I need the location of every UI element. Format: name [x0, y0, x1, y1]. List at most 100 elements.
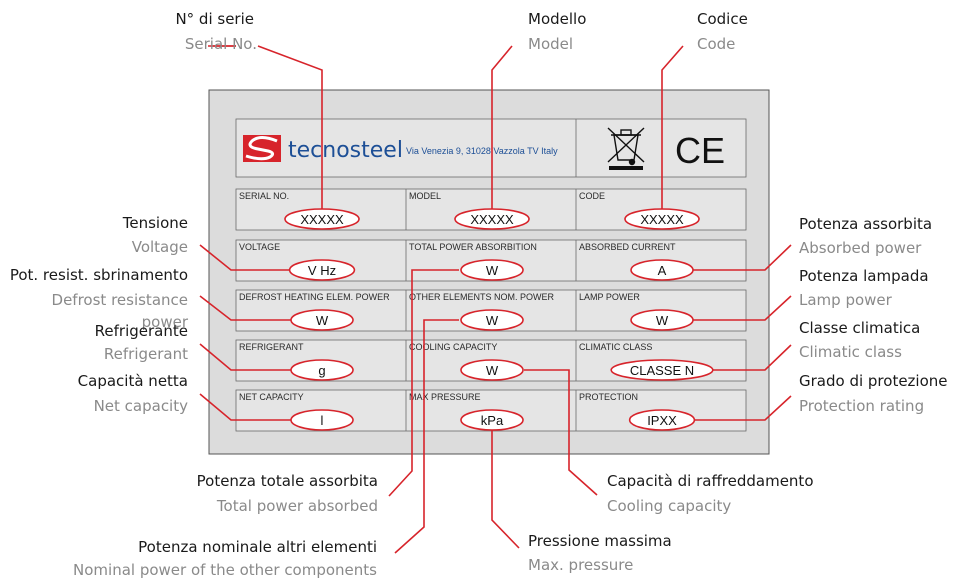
callout-model-it: Modello: [528, 10, 586, 28]
cell-header-protection: PROTECTION: [579, 392, 638, 402]
callout-net-capacity-it: Capacità netta: [78, 372, 188, 390]
cell-value-protection: IPXX: [647, 413, 677, 428]
cell-value-model: XXXXX: [470, 212, 514, 227]
value-oval-absorbed-current: [630, 259, 694, 281]
callout-max-pressure-en: Max. pressure: [528, 556, 633, 574]
callout-defrost-it: Pot. resist. sbrinamento: [10, 266, 188, 284]
value-oval-net-capacity: [290, 409, 354, 431]
tecnosteel-logo-icon: [243, 135, 281, 162]
callout-max-pressure-it: Pressione massima: [528, 532, 672, 550]
value-oval-cooling-capacity: [460, 359, 524, 381]
cell-header-absorbed-current: ABSORBED CURRENT: [579, 242, 676, 252]
callout-lamp-power-en: Lamp power: [799, 291, 893, 309]
cell-value-serial: XXXXX: [300, 212, 344, 227]
leader-lines: [199, 45, 792, 554]
callout-cooling-capacity-en: Cooling capacity: [607, 497, 731, 515]
cell-header-model: MODEL: [409, 191, 441, 201]
cell-header-other-power: OTHER ELEMENTS NOM. POWER: [409, 292, 555, 302]
cell-value-refrigerant: g: [318, 363, 325, 378]
cell-header-climatic-class: CLIMATIC CLASS: [579, 342, 652, 352]
callout-model: Modello Model: [528, 10, 586, 53]
callout-max-pressure: Pressione massima Max. pressure: [528, 532, 672, 574]
value-oval-code: [624, 208, 700, 230]
cell-value-other-power: W: [486, 313, 499, 328]
callout-defrost-en2: power: [142, 313, 189, 331]
callout-climatic-class-en: Climatic class: [799, 343, 902, 361]
brand-address: Via Venezia 9, 31028 Vazzola TV Italy: [406, 146, 558, 156]
callout-code-en: Code: [697, 35, 735, 53]
cell-header-lamp-power: LAMP POWER: [579, 292, 640, 302]
value-oval-climatic-class: [610, 359, 714, 381]
callout-refrigerant-en: Refrigerant: [104, 345, 188, 363]
callout-protection-en: Protection rating: [799, 397, 924, 415]
value-oval-lamp-power: [630, 309, 694, 331]
cell-value-code: XXXXX: [640, 212, 684, 227]
callout-voltage: Tensione Voltage: [122, 214, 188, 256]
cell-header-refrigerant: REFRIGERANT: [239, 342, 304, 352]
callout-serial-en: Serial No.: [185, 35, 257, 53]
callout-climatic-class: Classe climatica Climatic class: [799, 319, 920, 361]
cell-value-absorbed-current: A: [658, 263, 667, 278]
brand-name: tecnosteel: [288, 138, 403, 163]
cell-value-defrost-power: W: [316, 313, 329, 328]
callout-code-it: Codice: [697, 10, 748, 28]
callout-total-power-it: Potenza totale assorbita: [197, 472, 378, 490]
cell-header-total-power: TOTAL POWER ABSORBITION: [409, 242, 537, 252]
ce-mark-icon: CE: [675, 130, 725, 171]
callout-code: Codice Code: [697, 10, 748, 53]
cell-header-max-pressure: MAX PRESSURE: [409, 392, 481, 402]
cell-value-total-power: W: [486, 263, 499, 278]
callout-voltage-en: Voltage: [132, 238, 188, 256]
callout-absorbed-power-it: Potenza assorbita: [799, 215, 932, 233]
value-oval-refrigerant: [290, 359, 354, 381]
cell-value-net-capacity: l: [321, 413, 324, 428]
callout-other-power-en: Nominal power of the other components: [73, 561, 377, 579]
value-oval-max-pressure: [460, 409, 524, 431]
callout-defrost: Pot. resist. sbrinamento Defrost resista…: [10, 266, 189, 331]
callout-serial: N° di serie Serial No.: [175, 10, 257, 53]
callout-net-capacity-en: Net capacity: [94, 397, 189, 415]
cell-value-climatic-class: CLASSE N: [630, 363, 694, 378]
callout-serial-it: N° di serie: [175, 10, 254, 28]
callout-total-power: Potenza totale assorbita Total power abs…: [197, 472, 378, 515]
callout-protection: Grado di protezione Protection rating: [799, 372, 948, 415]
cell-header-cooling-capacity: COOLING CAPACITY: [409, 342, 497, 352]
callout-refrigerant-it: Refrigerante: [95, 322, 188, 340]
value-ovals: XXXXX XXXXX XXXXX V Hz W A W W Wg W CLASSE N l kPa IP…: [284, 208, 714, 431]
callout-net-capacity: Capacità netta Net capacity: [78, 372, 188, 415]
value-oval-voltage: [288, 259, 356, 281]
callout-refrigerant: Refrigerante Refrigerant: [95, 322, 188, 363]
callout-model-en: Model: [528, 35, 573, 53]
callout-other-power: Potenza nominale altri elementi Nominal …: [73, 538, 377, 579]
cell-value-lamp-power: W: [656, 313, 669, 328]
cell-header-code: CODE: [579, 191, 605, 201]
cell-value-voltage: V Hz: [308, 263, 336, 278]
value-oval-other-power: [460, 309, 524, 331]
value-oval-serial: [284, 208, 360, 230]
cell-value-cooling-capacity: W: [486, 363, 499, 378]
value-oval-protection: [628, 409, 696, 431]
callout-absorbed-power: Potenza assorbita Absorbed power: [799, 215, 932, 257]
value-oval-model: [454, 208, 530, 230]
weee-bin-icon: [607, 127, 645, 170]
callout-protection-it: Grado di protezione: [799, 372, 948, 390]
callout-cooling-capacity-it: Capacità di raffreddamento: [607, 472, 814, 490]
callout-voltage-it: Tensione: [122, 214, 188, 232]
cell-header-serial: SERIAL NO.: [239, 191, 289, 201]
callout-absorbed-power-en: Absorbed power: [799, 239, 922, 257]
value-oval-total-power: [460, 259, 524, 281]
cell-header-defrost-power: DEFROST HEATING ELEM. POWER: [239, 292, 390, 302]
value-oval-defrost-power: [290, 309, 354, 331]
callout-lamp-power: Potenza lampada Lamp power: [799, 267, 929, 309]
plate-header-box: [235, 118, 747, 178]
callout-cooling-capacity: Capacità di raffreddamento Cooling capac…: [607, 472, 814, 515]
callout-lamp-power-it: Potenza lampada: [799, 267, 929, 285]
callout-other-power-it: Potenza nominale altri elementi: [138, 538, 377, 556]
callout-defrost-en: Defrost resistance: [52, 291, 188, 309]
callout-climatic-class-it: Classe climatica: [799, 319, 920, 337]
cell-header-net-capacity: NET CAPACITY: [239, 392, 304, 402]
cell-value-max-pressure: kPa: [481, 413, 504, 428]
callout-total-power-en: Total power absorbed: [216, 497, 378, 515]
cell-header-voltage: VOLTAGE: [239, 242, 280, 252]
